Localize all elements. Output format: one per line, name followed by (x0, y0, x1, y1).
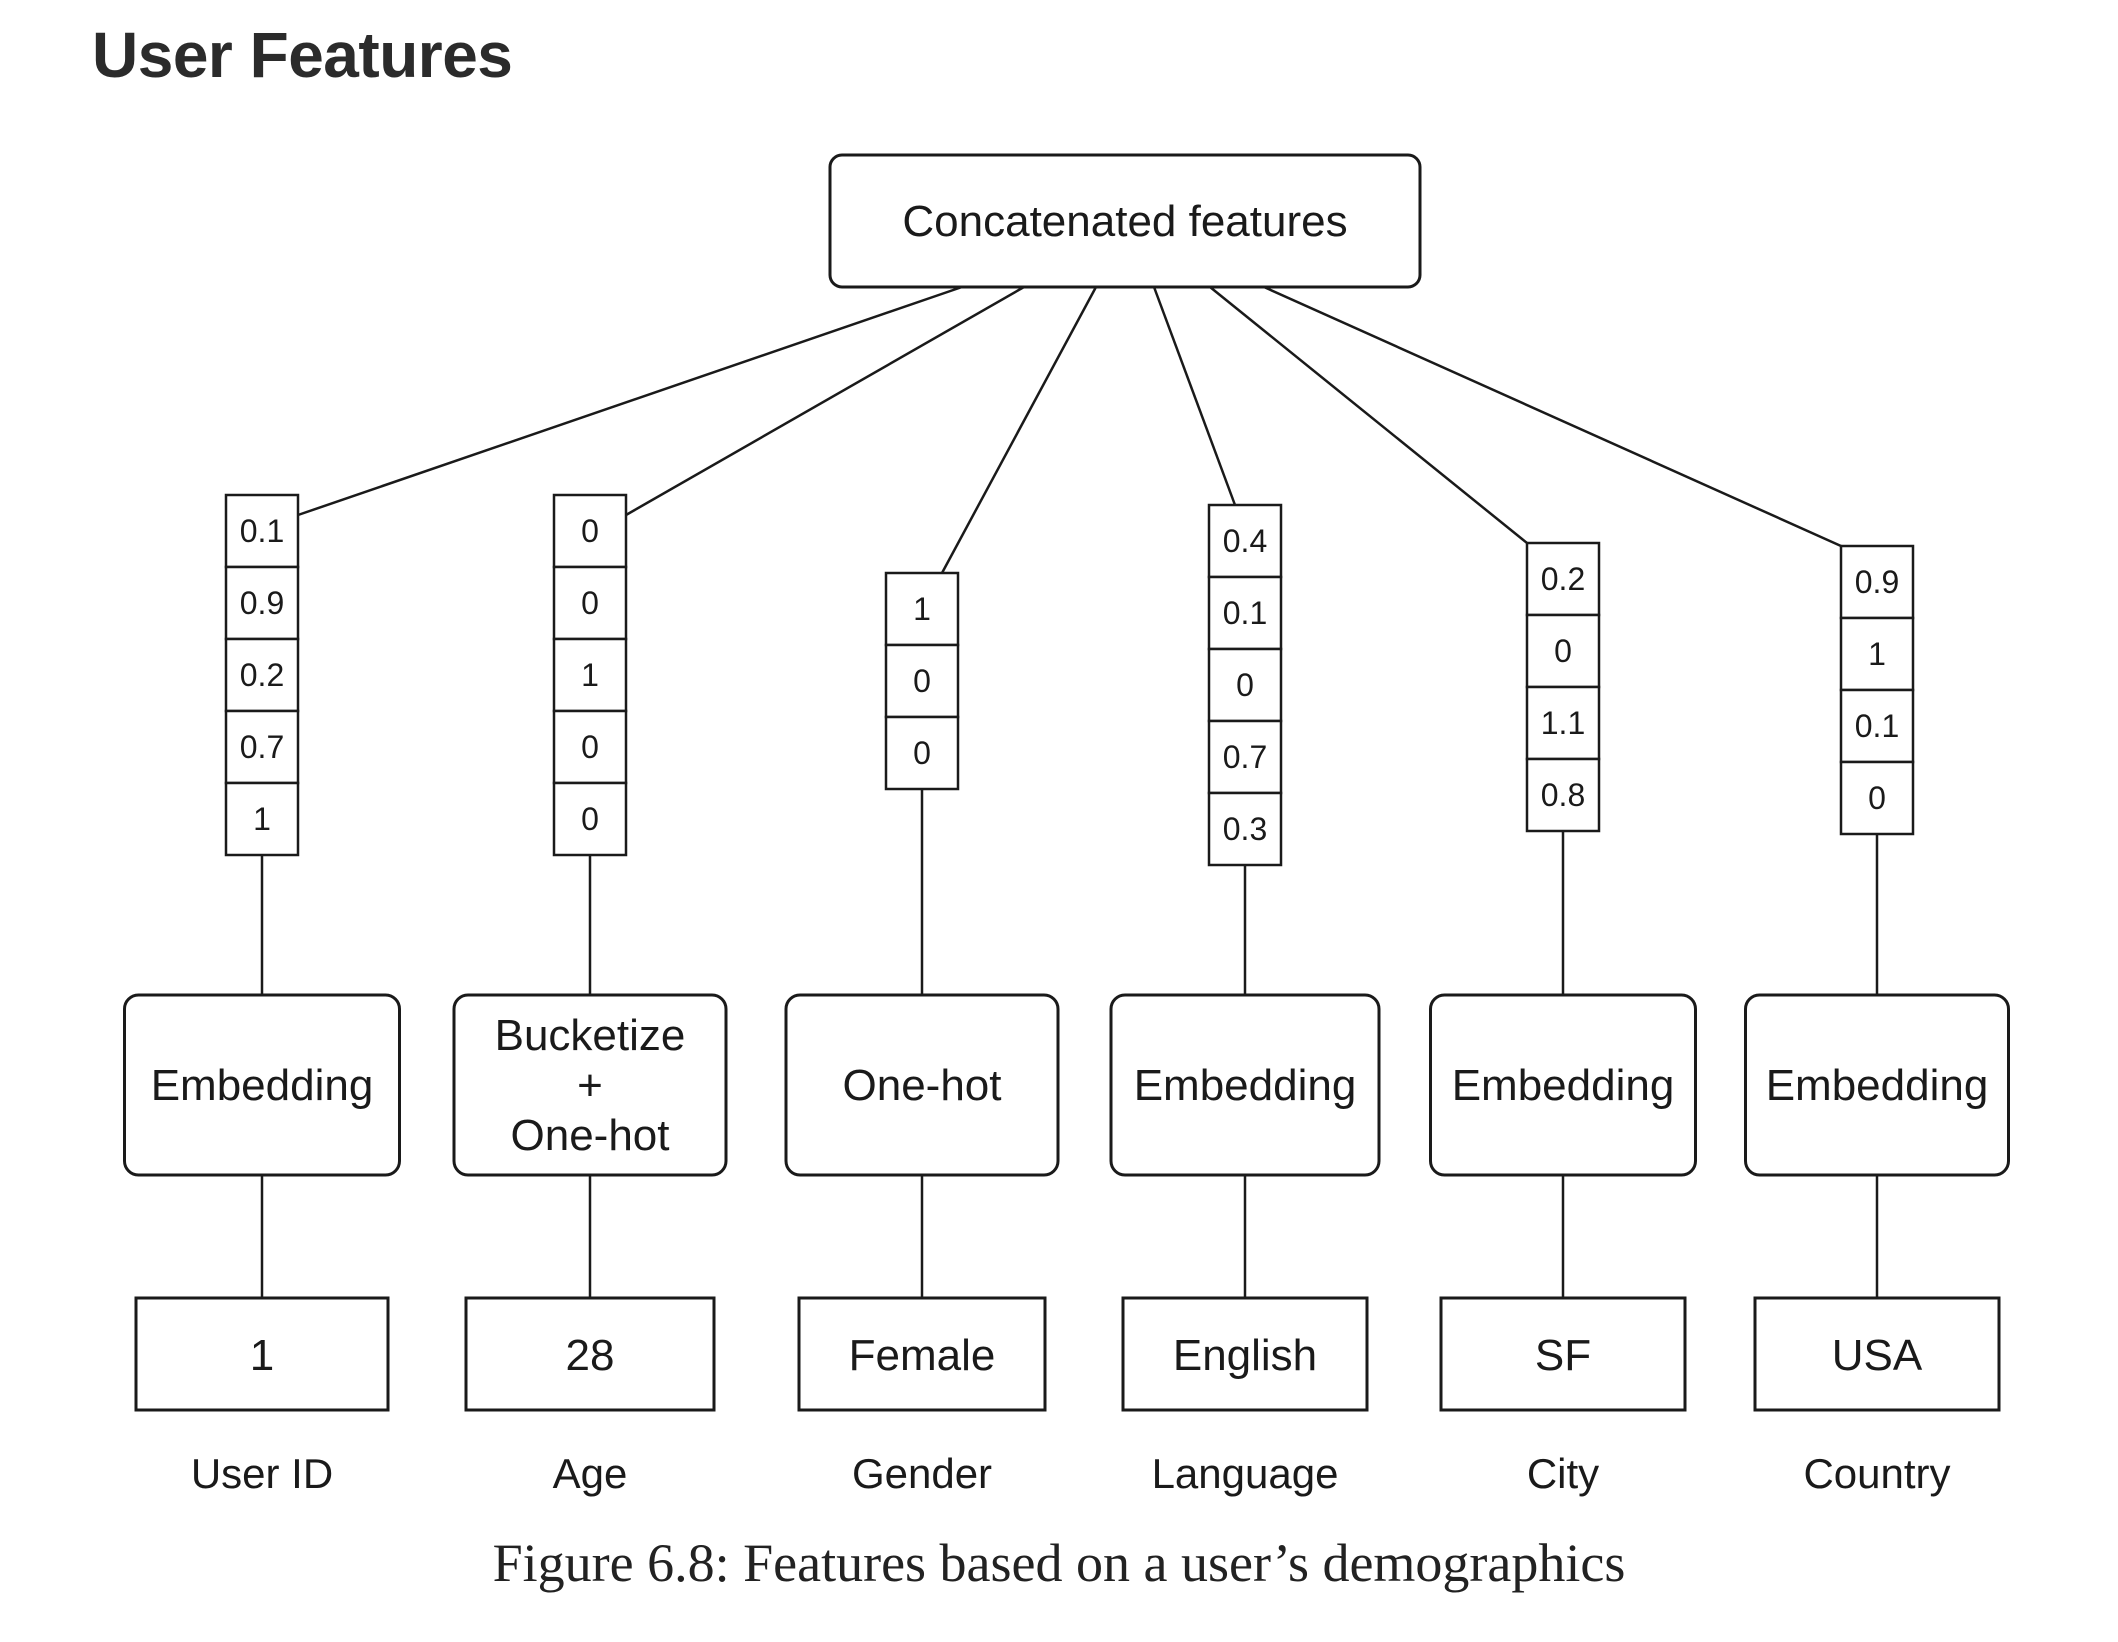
root-label: Concatenated features (902, 197, 1347, 246)
vector-value: 1 (253, 801, 271, 837)
connector-city-to-root (1209, 286, 1528, 544)
feature-label: Gender (852, 1450, 992, 1497)
vector-value: 0.1 (1223, 595, 1267, 631)
vector-value: 0 (581, 585, 599, 621)
input-value: 28 (566, 1331, 615, 1380)
vector-cell (1525, 613, 1601, 689)
vector-value: 0.7 (1223, 739, 1267, 775)
input-value-box (1121, 1296, 1369, 1412)
connector-language-to-root (1152, 286, 1237, 506)
input-value: 1 (250, 1331, 274, 1380)
root-box (828, 153, 1422, 289)
vector-value: 0.7 (240, 729, 284, 765)
input-value: English (1173, 1331, 1317, 1380)
vector-cell (1207, 647, 1283, 723)
transform-label: + (577, 1061, 603, 1110)
vector-value: 0 (581, 801, 599, 837)
vector-value: 0.8 (1541, 777, 1585, 813)
vector-value: 0.1 (1855, 708, 1899, 744)
input-value: USA (1832, 1331, 1923, 1380)
vector-cell (884, 643, 960, 719)
transform-label: Bucketize (495, 1011, 686, 1060)
vector-value: 0 (581, 729, 599, 765)
vector-cell (1525, 685, 1601, 761)
vector-value: 0.4 (1223, 523, 1267, 559)
vector-cell (1839, 688, 1915, 764)
connector-lines (297, 285, 1842, 574)
vector-cell (1525, 541, 1601, 617)
page-title: User Features (92, 19, 513, 91)
vector-value: 0.1 (240, 513, 284, 549)
input-value: SF (1535, 1331, 1591, 1380)
input-value: Female (849, 1331, 996, 1380)
vector-cell (1525, 757, 1601, 833)
input-value-box (1753, 1296, 2001, 1412)
vector-value: 0 (913, 735, 931, 771)
connector-gender-to-root (940, 286, 1098, 574)
vector-cell (224, 637, 300, 713)
vector-cell (224, 565, 300, 641)
feature-diagram: Concatenated features 0.10.90.20.71Embed… (123, 153, 2010, 1497)
transform-label: One-hot (843, 1061, 1002, 1110)
vector-value: 0 (1868, 780, 1886, 816)
feature-label: User ID (191, 1450, 333, 1497)
figure-caption: Figure 6.8: Features based on a user’s d… (492, 1533, 1626, 1593)
feature-label: Language (1152, 1450, 1339, 1497)
input-value-box (797, 1296, 1047, 1412)
vector-value: 1.1 (1541, 705, 1585, 741)
vector-value: 0.2 (1541, 561, 1585, 597)
vector-value: 0.9 (240, 585, 284, 621)
feature-label: City (1527, 1450, 1599, 1497)
vector-value: 0 (1554, 633, 1572, 669)
vector-cell (552, 709, 628, 785)
feature-label: Country (1803, 1450, 1950, 1497)
transform-label: Embedding (151, 1061, 374, 1110)
transform-label: One-hot (511, 1111, 670, 1160)
vector-value: 0 (581, 513, 599, 549)
transform-label: Embedding (1452, 1061, 1675, 1110)
input-value-box (1439, 1296, 1687, 1412)
vector-value: 0.9 (1855, 564, 1899, 600)
transform-label: Embedding (1134, 1061, 1357, 1110)
vector-cell (552, 637, 628, 713)
input-value-box (134, 1296, 390, 1412)
connector-age-to-root (625, 285, 1025, 517)
vector-cell (884, 571, 960, 647)
vector-cell (224, 781, 300, 857)
input-value-box (464, 1296, 716, 1412)
vector-cell (1207, 575, 1283, 651)
vector-value: 0 (1236, 667, 1254, 703)
connector-country-to-root (1263, 285, 1842, 548)
vector-value: 0.3 (1223, 811, 1267, 847)
vector-value: 0 (913, 663, 931, 699)
concatenated-features-node: Concatenated features (828, 153, 1422, 289)
vector-value: 1 (913, 591, 931, 627)
feature-label: Age (553, 1450, 628, 1497)
vector-cell (1839, 760, 1915, 836)
vector-value: 1 (1868, 636, 1886, 672)
vector-cell (884, 715, 960, 791)
vector-cell (552, 493, 628, 569)
connector-user-id-to-root (297, 285, 963, 517)
transform-label: Embedding (1766, 1061, 1989, 1110)
vector-cell (1207, 791, 1283, 867)
vector-value: 1 (581, 657, 599, 693)
vector-value: 0.2 (240, 657, 284, 693)
